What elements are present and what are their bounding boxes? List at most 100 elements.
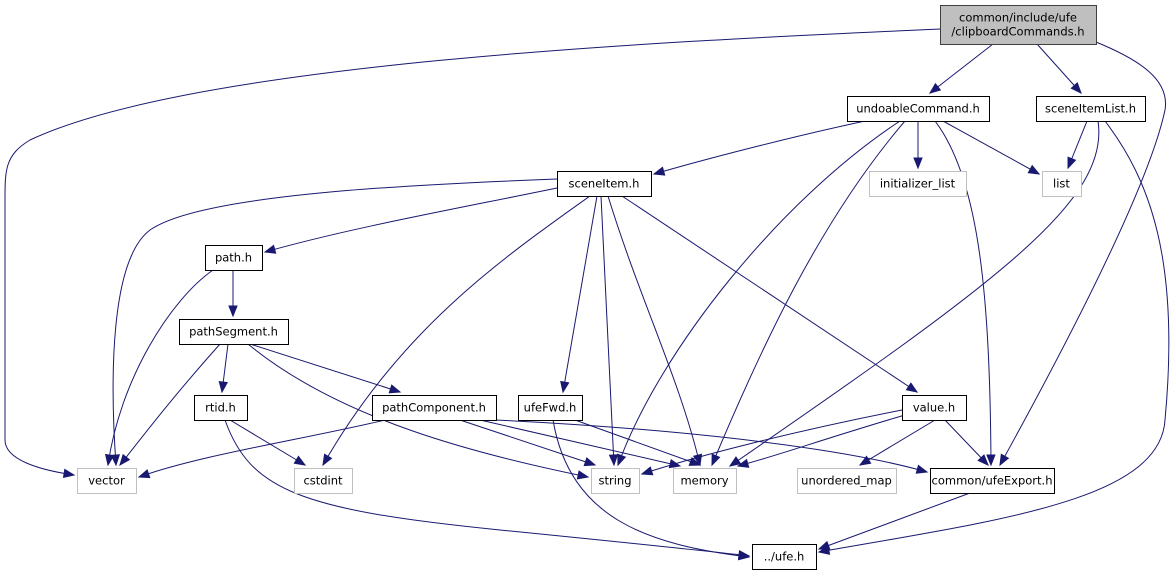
node-vector: vector (77, 468, 137, 494)
node-pathSegment[interactable]: pathSegment.h (179, 319, 289, 345)
edge-line (562, 195, 598, 393)
node-label: unordered_map (801, 474, 892, 488)
edge-line (552, 419, 750, 558)
edge-undoableCommand-to-sceneItem (652, 120, 866, 176)
edge-pathComponent-to-string (459, 419, 597, 467)
node-box (940, 5, 1097, 45)
edge-line (934, 120, 992, 466)
node-label: common/include/ufe (959, 11, 1077, 25)
edge-line (617, 120, 901, 466)
arrowhead-icon (1067, 156, 1077, 170)
node-box (902, 395, 967, 421)
node-sceneItemList[interactable]: sceneItemList.h (1036, 96, 1146, 122)
node-box (1036, 96, 1146, 122)
arrowhead-icon (218, 380, 229, 394)
edge-line (818, 492, 971, 550)
edge-line (479, 419, 681, 467)
edge-line (247, 343, 589, 478)
node-pathComponent[interactable]: pathComponent.h (372, 395, 497, 421)
arrowhead-icon (905, 382, 919, 393)
edge-pathSegment-to-string (247, 343, 590, 480)
arrowhead-icon (977, 454, 989, 466)
node-box (797, 468, 897, 494)
node-unordered_map: unordered_map (797, 468, 897, 494)
nodes-layer: common/include/ufe/clipboardCommands.h un… (77, 5, 1146, 570)
arrowhead-icon (228, 305, 238, 318)
node-value[interactable]: value.h (902, 395, 967, 421)
edge-line (1036, 43, 1082, 94)
arrowhead-icon (62, 468, 76, 478)
node-root[interactable]: common/include/ufe/clipboardCommands.h (940, 5, 1097, 45)
node-box (591, 468, 640, 494)
arrowhead-icon (737, 550, 751, 561)
edge-line (711, 120, 906, 466)
node-label: rtid.h (205, 401, 236, 415)
node-sceneItem[interactable]: sceneItem.h (557, 171, 652, 197)
edge-sceneItem-to-ufeFwd (560, 195, 598, 394)
node-label: memory (680, 474, 728, 488)
node-undoableCommand[interactable]: undoableCommand.h (847, 96, 990, 122)
node-list: list (1042, 171, 1082, 197)
node-ufe[interactable]: ../ufe.h (752, 544, 817, 570)
edge-undoableCommand-to-list (942, 120, 1041, 175)
node-box (294, 468, 353, 494)
node-box (179, 319, 289, 345)
node-ufeFwd[interactable]: ufeFwd.h (518, 395, 583, 421)
arrowhead-icon (104, 453, 115, 467)
arrowhead-icon (652, 166, 666, 176)
arrowhead-icon (1027, 164, 1041, 175)
node-ufeExport[interactable]: common/ufeExport.h (930, 468, 1055, 494)
node-label: initializer_list (880, 177, 956, 191)
arrowhead-icon (608, 454, 619, 467)
edge-line (641, 409, 903, 475)
node-label: vector (88, 474, 125, 488)
node-label: sceneItemList.h (1045, 102, 1136, 116)
edge-line (729, 120, 1100, 467)
edge-line (107, 269, 214, 466)
edge-line (264, 187, 558, 253)
edge-line (322, 195, 591, 466)
edge-line (249, 343, 401, 393)
arrowhead-icon (560, 380, 570, 394)
edge-ufeFwd-to-ufe (552, 419, 751, 561)
edge-pathSegment-to-rtid (218, 343, 229, 394)
edge-path-to-pathSegment (228, 270, 238, 318)
edge-line (999, 41, 1167, 466)
arrowhead-icon (999, 453, 1010, 467)
node-label: common/ufeExport.h (932, 474, 1053, 488)
edge-value-to-unordered_map (858, 419, 936, 466)
node-label: cstdint (303, 474, 343, 488)
edges-layer (4, 28, 1170, 561)
arrowhead-icon (1070, 82, 1082, 95)
edge-line (574, 419, 701, 466)
node-label: path.h (215, 251, 252, 265)
edge-pathComponent-to-vector (137, 419, 386, 479)
edge-line (653, 120, 866, 175)
arrowhead-icon (928, 82, 942, 94)
arrowhead-icon (736, 458, 750, 468)
arrowhead-icon (137, 469, 151, 479)
node-rtid[interactable]: rtid.h (194, 395, 248, 421)
edge-pathSegment-to-pathComponent (249, 343, 402, 394)
edge-line (224, 419, 750, 557)
arrowhead-icon (688, 456, 702, 466)
edge-line (929, 43, 994, 94)
node-box (205, 245, 263, 271)
node-label: string (598, 474, 631, 488)
edge-line (818, 120, 1170, 553)
node-label: pathComponent.h (382, 401, 486, 415)
node-box (673, 468, 737, 494)
node-box (372, 395, 497, 421)
arrowhead-icon (583, 457, 597, 467)
edge-undoableCommand-to-initializer_list (913, 121, 923, 170)
edge-value-to-memory (736, 414, 906, 468)
arrowhead-icon (110, 454, 121, 467)
node-path[interactable]: path.h (205, 245, 263, 271)
arrowhead-icon (817, 540, 831, 550)
edge-line (112, 178, 558, 466)
edge-line (621, 195, 918, 393)
node-box (194, 395, 248, 421)
edge-ufeFwd-to-memory (574, 419, 702, 466)
edge-line (737, 414, 906, 467)
arrowhead-icon (322, 453, 333, 467)
